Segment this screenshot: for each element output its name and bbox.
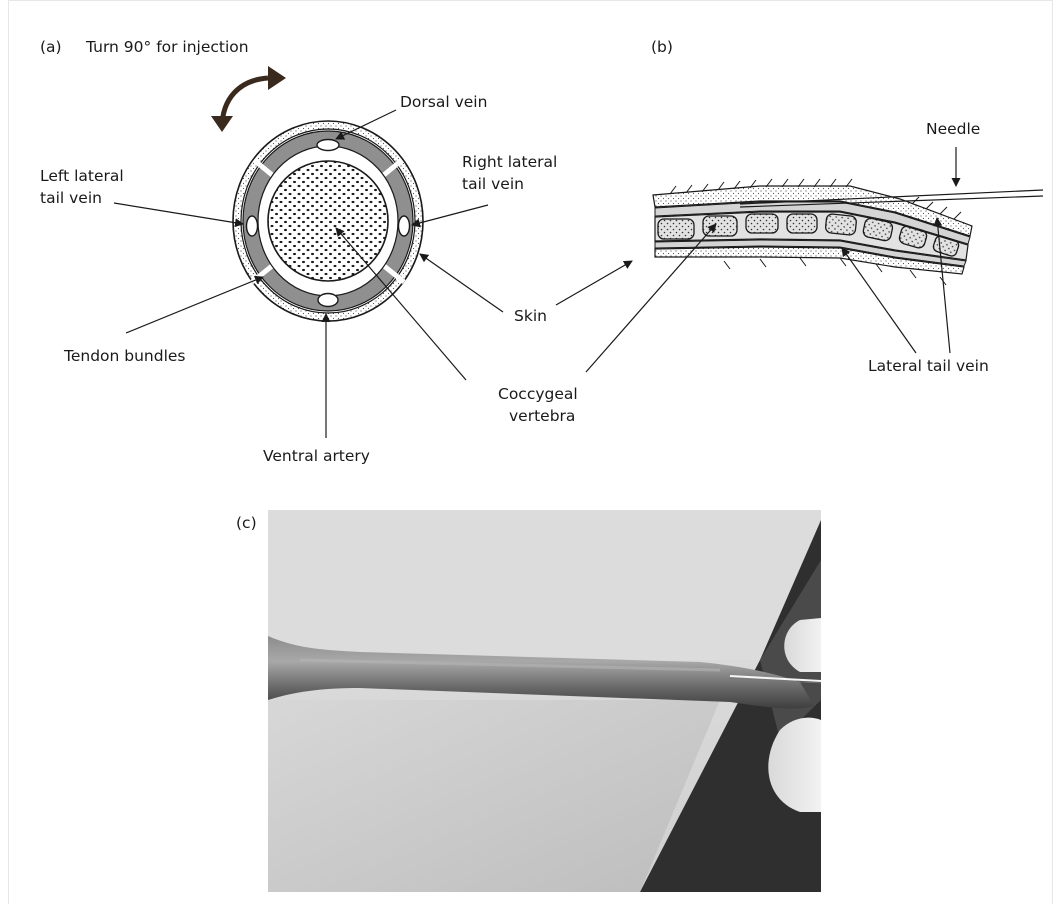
label-right-lateral-line1: Right lateral [462,153,557,172]
tail-cross-section [211,66,423,321]
label-right-lateral-line2: tail vein [462,175,524,194]
label-coccygeal-line2: vertebra [509,407,575,426]
label-dorsal-vein: Dorsal vein [400,93,487,112]
ventral-artery [318,294,338,307]
rotate-instruction: Turn 90° for injection [86,38,249,57]
label-left-lateral-line1: Left lateral [40,167,124,186]
panel-b-tag: (b) [651,38,673,57]
left-lateral-tail-vein [247,216,258,236]
label-needle: Needle [926,120,980,139]
panel-a-tag: (a) [40,38,62,57]
label-skin: Skin [514,307,547,326]
rotate-arrow-head-top [268,66,286,90]
dorsal-vein [317,140,339,151]
label-lateral-tail-vein: Lateral tail vein [868,357,989,376]
label-left-lateral-line2: tail vein [40,189,102,208]
tail-injection-photo [268,510,821,892]
label-ventral-artery: Ventral artery [263,447,370,466]
panel-c-tag: (c) [236,514,257,533]
right-lateral-tail-vein [399,216,410,236]
rotate-arrow-head-bottom [211,116,233,132]
label-tendon-bundles: Tendon bundles [64,347,186,366]
label-coccygeal-line1: Coccygeal [498,385,578,404]
tail-longitudinal-section [653,179,1043,285]
